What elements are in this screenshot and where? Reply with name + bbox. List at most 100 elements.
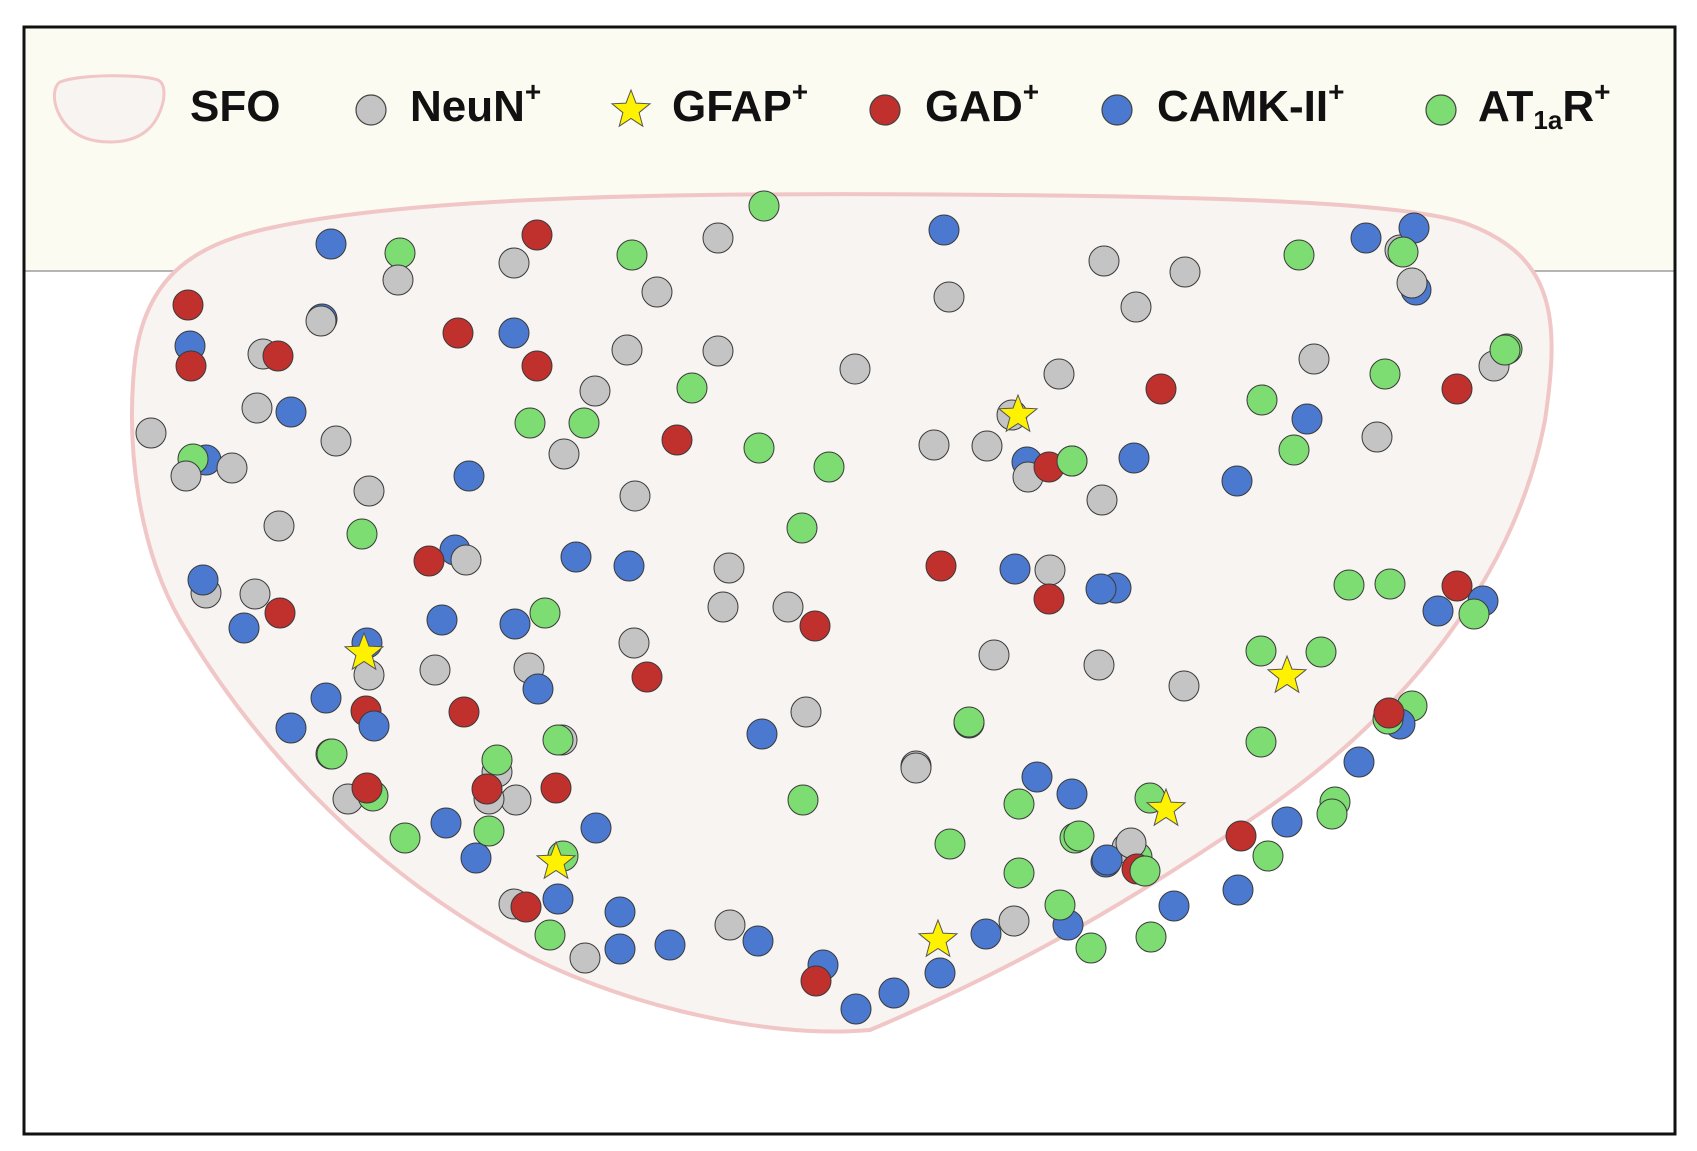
- camk-cell: [498, 317, 530, 349]
- red-circle-icon: [869, 94, 901, 126]
- camk-cell: [924, 957, 956, 989]
- camk-cell: [1291, 403, 1323, 435]
- camk-cell: [1221, 465, 1253, 497]
- gad-cell: [413, 545, 445, 577]
- at1ar-cell: [316, 738, 348, 770]
- neun-cell: [1083, 649, 1115, 681]
- neun-cell: [1043, 358, 1075, 390]
- gad-cell: [800, 965, 832, 997]
- neun-cell: [790, 696, 822, 728]
- gad-cell: [264, 597, 296, 629]
- at1ar-cell: [529, 597, 561, 629]
- gad-cell: [471, 773, 503, 805]
- at1ar-cell: [384, 237, 416, 269]
- gad-cell: [1441, 373, 1473, 405]
- green-circle-icon: [1425, 94, 1457, 126]
- neun-cell: [618, 627, 650, 659]
- at1ar-cell: [1369, 358, 1401, 390]
- at1ar-cell: [1044, 889, 1076, 921]
- at1ar-cell: [1135, 921, 1167, 953]
- neun-cell: [714, 909, 746, 941]
- neun-cell: [500, 784, 532, 816]
- gad-cell: [661, 424, 693, 456]
- gad-cell: [799, 610, 831, 642]
- at1ar-cell: [1246, 384, 1278, 416]
- neun-cell: [305, 305, 337, 337]
- camk-cell: [928, 214, 960, 246]
- gad-cell: [351, 772, 383, 804]
- neun-cell: [1169, 256, 1201, 288]
- camk-cell: [999, 553, 1031, 585]
- camk-cell: [499, 608, 531, 640]
- camk-cell: [1271, 806, 1303, 838]
- at1ar-cell: [953, 706, 985, 738]
- neun-cell: [1168, 670, 1200, 702]
- camk-cell: [580, 812, 612, 844]
- at1ar-cell: [1063, 820, 1095, 852]
- at1ar-cell: [1458, 598, 1490, 630]
- at1ar-cell: [534, 919, 566, 951]
- at1ar-cell: [1003, 857, 1035, 889]
- camk-cell: [453, 460, 485, 492]
- at1ar-cell: [1489, 334, 1521, 366]
- yellow-star-icon: [610, 88, 652, 128]
- gad-cell: [521, 219, 553, 251]
- neun-cell: [713, 552, 745, 584]
- gad-cell: [262, 340, 294, 372]
- at1ar-cell: [1278, 434, 1310, 466]
- gad-cell: [925, 550, 957, 582]
- camk-cell: [542, 883, 574, 915]
- camk-cell: [1350, 222, 1382, 254]
- neun-cell: [702, 222, 734, 254]
- camk-cell: [430, 807, 462, 839]
- neun-cell: [1298, 343, 1330, 375]
- neun-cell: [998, 905, 1030, 937]
- neun-cell: [239, 578, 271, 610]
- at1ar-cell: [787, 784, 819, 816]
- neun-cell: [772, 591, 804, 623]
- at1ar-cell: [389, 822, 421, 854]
- sfo-swatch-icon: [52, 74, 166, 144]
- camk-cell: [358, 710, 390, 742]
- neun-cell: [707, 591, 739, 623]
- gad-cell: [175, 350, 207, 382]
- legend-item-sfo: SFO: [52, 74, 280, 144]
- neun-cell: [1115, 827, 1147, 859]
- camk-cell: [613, 550, 645, 582]
- at1ar-cell: [748, 190, 780, 222]
- neun-cell: [641, 276, 673, 308]
- neun-cell: [933, 281, 965, 313]
- camk-cell: [460, 842, 492, 874]
- neun-cell: [569, 942, 601, 974]
- at1ar-cell: [542, 724, 574, 756]
- at1ar-cell: [514, 407, 546, 439]
- at1ar-cell: [786, 512, 818, 544]
- neun-cell: [971, 430, 1003, 462]
- legend-label-gfap: GFAP+: [672, 76, 808, 131]
- at1ar-cell: [1003, 788, 1035, 820]
- neun-cell: [619, 480, 651, 512]
- camk-cell: [522, 673, 554, 705]
- neun-cell: [839, 353, 871, 385]
- camk-cell: [1056, 778, 1088, 810]
- at1ar-cell: [568, 407, 600, 439]
- legend-item-camk: CAMK-II+: [1101, 76, 1344, 131]
- legend-label-sfo: SFO: [190, 82, 280, 131]
- neun-cell: [1034, 554, 1066, 586]
- neun-cell: [1120, 291, 1152, 323]
- camk-cell: [187, 564, 219, 596]
- legend-label-camk: CAMK-II+: [1157, 76, 1344, 131]
- blue-circle-icon: [1101, 94, 1133, 126]
- gad-cell: [1225, 820, 1257, 852]
- gray-circle-icon: [355, 94, 387, 126]
- at1ar-cell: [1056, 445, 1088, 477]
- gad-cell: [540, 772, 572, 804]
- camk-cell: [742, 925, 774, 957]
- at1ar-cell: [1374, 568, 1406, 600]
- neun-cell: [135, 417, 167, 449]
- at1ar-cell: [1333, 569, 1365, 601]
- at1ar-cell: [1245, 635, 1277, 667]
- legend-item-neun: NeuN+: [355, 76, 541, 131]
- gad-cell: [1145, 373, 1177, 405]
